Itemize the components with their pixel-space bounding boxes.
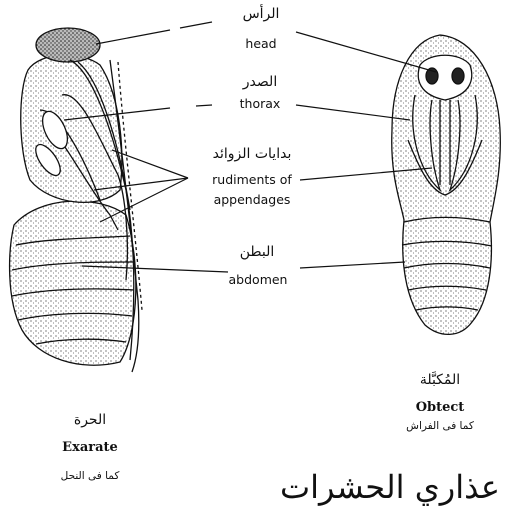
footer-title: عذاري الحشرات (300, 468, 500, 506)
obtect-pupa (392, 35, 501, 334)
rudiments-label-ar: بدايات الزوائد (192, 146, 312, 162)
exarate-thorax (21, 55, 122, 202)
exarate-label-ar: الحرة (45, 412, 135, 428)
exarate-head (36, 28, 100, 62)
abdomen-label-en: abdomen (218, 272, 298, 287)
obtect-example: كما فى الفراش (385, 420, 495, 432)
diagram-canvas: الرأس head الصدر thorax بدايات الزوائد r… (0, 0, 505, 493)
exarate-pupa (10, 28, 142, 372)
exarate-label-en: Exarate (45, 440, 135, 455)
obtect-label-ar: المُكبَّلة (395, 372, 485, 388)
obtect-label-en: Obtect (395, 400, 485, 415)
thorax-label-en: thorax (220, 96, 300, 111)
head-label-ar: الرأس (226, 6, 296, 22)
head-label-en: head (226, 36, 296, 51)
rudiments-label-en-line2: appendages (192, 192, 312, 207)
exarate-example: كما فى النحل (40, 470, 140, 482)
thorax-label-ar: الصدر (220, 74, 300, 90)
rudiments-label-en-line1: rudiments of (192, 172, 312, 187)
abdomen-label-ar: البطن (222, 244, 292, 260)
